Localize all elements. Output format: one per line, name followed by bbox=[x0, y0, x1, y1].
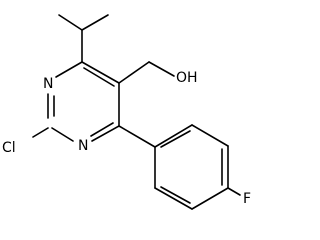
atom-label-chlorine: Cl bbox=[2, 140, 16, 156]
bond-phenyl-f-atom bbox=[227, 187, 241, 196]
bond-c5-ch2 bbox=[118, 61, 150, 84]
bond-ch2-oh bbox=[148, 61, 175, 77]
bond-phenyl-a bbox=[154, 124, 193, 148]
bond-isopropyl-methyl-left bbox=[58, 14, 83, 31]
bond-c6-c5 bbox=[81, 61, 120, 84]
bond-c2-cl bbox=[32, 127, 49, 138]
bond-phenyl-e bbox=[154, 187, 193, 210]
bond-n3-c2 bbox=[51, 127, 74, 142]
atom-label-fluorine: F bbox=[243, 191, 251, 207]
bond-phenyl-d bbox=[191, 187, 229, 210]
bond-phenyl-b bbox=[191, 124, 229, 147]
bond-c6-c5-inner bbox=[83, 67, 115, 87]
bond-c4-n3 bbox=[91, 125, 120, 142]
molecule-structure: N N Cl OH F bbox=[2, 14, 251, 210]
bond-c4-phenyl bbox=[118, 125, 156, 148]
atom-label-n-top: N bbox=[43, 76, 53, 92]
bond-phenyl-e-inner bbox=[160, 186, 191, 204]
bond-phenyl-a-inner bbox=[160, 130, 191, 148]
atom-label-hydroxyl: OH bbox=[176, 70, 198, 86]
atom-label-n-bottom: N bbox=[78, 138, 88, 154]
bond-isopropyl-methyl-right bbox=[81, 14, 109, 31]
bond-n1-c6 bbox=[55, 61, 83, 78]
bond-c4-n3-inner bbox=[90, 122, 114, 137]
